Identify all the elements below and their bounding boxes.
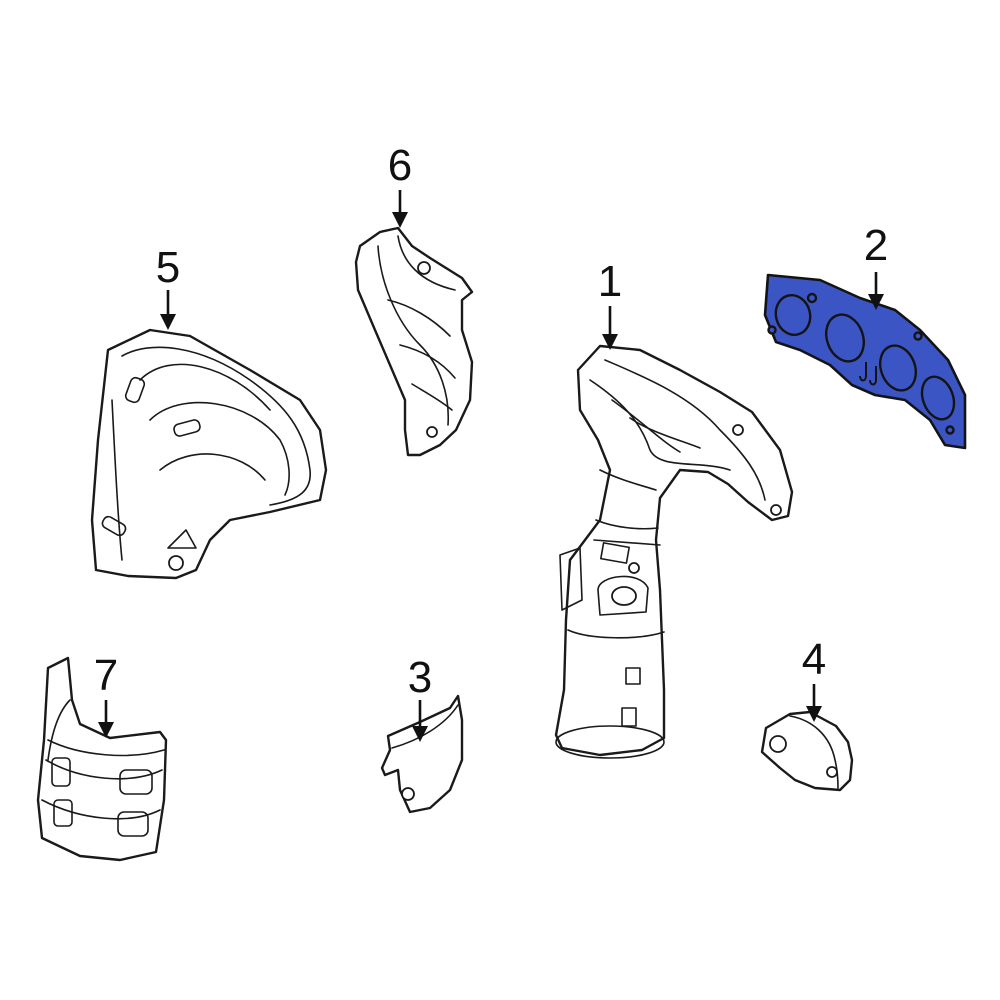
- callout-2: 2: [864, 221, 888, 270]
- callout-leaders: [98, 190, 884, 742]
- part-4-bracket[interactable]: [760, 710, 854, 792]
- part-3-bracket[interactable]: [380, 694, 464, 814]
- part-6-upper-heat-shield[interactable]: [354, 226, 474, 457]
- part-1-exhaust-manifold[interactable]: [554, 344, 794, 759]
- callout-1: 1: [598, 257, 622, 306]
- callout-6: 6: [388, 141, 412, 190]
- part-7-lower-heat-shield[interactable]: [36, 656, 168, 862]
- part-5-heat-shield[interactable]: [90, 328, 328, 580]
- part-2-manifold-gasket[interactable]: [763, 273, 967, 450]
- callout-4: 4: [802, 635, 826, 684]
- callout-5: 5: [156, 243, 180, 292]
- callout-7: 7: [94, 651, 118, 700]
- callout-3: 3: [408, 653, 432, 702]
